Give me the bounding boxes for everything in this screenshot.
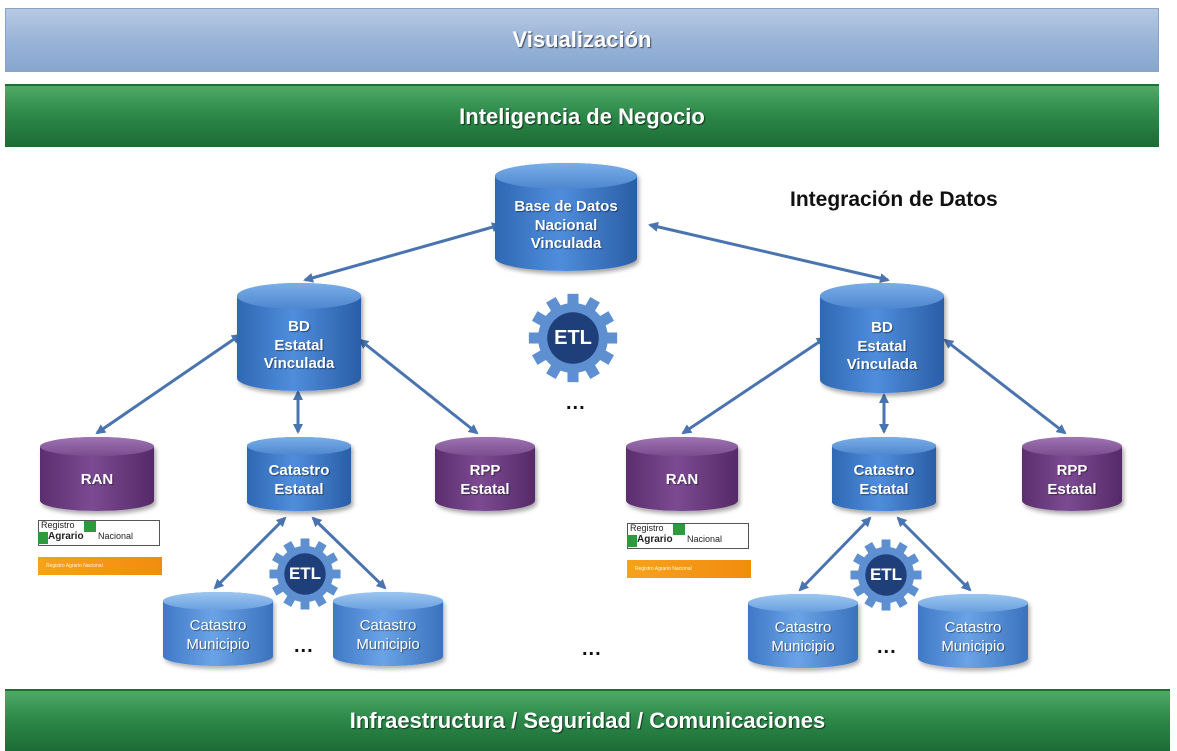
left-rpp-database: RPP Estatal bbox=[435, 437, 535, 511]
ran-logo-frame bbox=[38, 520, 160, 546]
left-catastro-estatal: Catastro Estatal bbox=[247, 437, 351, 511]
business-intelligence-band: Inteligencia de Negocio bbox=[5, 84, 1159, 147]
left-catastro-line-1: Catastro bbox=[268, 462, 330, 480]
logo-green-block bbox=[38, 532, 48, 544]
left-catastro-municipio-a: Catastro Municipio bbox=[163, 592, 273, 666]
left-municipio-b-line-1: Catastro bbox=[359, 617, 417, 635]
right-rpp-line-1: RPP bbox=[1056, 462, 1088, 480]
arrow-left-state-rpp bbox=[358, 338, 479, 435]
right-ran-logo: Registro Agrario Nacional Registro Agrar… bbox=[627, 523, 752, 578]
left-catastro-municipio-b: Catastro Municipio bbox=[333, 592, 443, 666]
gear-icon bbox=[850, 539, 922, 611]
left-municipio-b-line-2: Municipio bbox=[356, 636, 420, 653]
arrow-right-catastro-municipio-b bbox=[896, 516, 972, 592]
gear-icon bbox=[528, 293, 618, 383]
right-rpp-database: RPP Estatal bbox=[1022, 437, 1122, 511]
right-municipio-a-line-2: Municipio bbox=[771, 638, 835, 655]
right-municipio-a-line-1: Catastro bbox=[774, 619, 832, 637]
arrow-right-catastro-municipio-a bbox=[798, 516, 872, 592]
right-catastro-line-2: Estatal bbox=[859, 481, 909, 498]
etl-label: ETL bbox=[288, 564, 322, 583]
visualizacion-band: Visualización bbox=[5, 8, 1159, 72]
left-rpp-line-2: Estatal bbox=[460, 481, 510, 498]
right-state-db-line-2: Estatal bbox=[857, 337, 907, 355]
left-ran-label: RAN bbox=[80, 470, 114, 488]
etl-gear-icon-right: ETL bbox=[849, 538, 923, 612]
etl-gear-icon-left: ETL bbox=[268, 537, 342, 611]
ran-logo-bar: Registro Agrario Nacional bbox=[627, 560, 751, 578]
ellipsis-right-municipios: ... bbox=[877, 636, 897, 658]
left-municipio-a-line-1: Catastro bbox=[189, 617, 247, 635]
left-catastro-line-2: Estatal bbox=[274, 481, 324, 498]
ellipsis-left-municipios: ... bbox=[294, 635, 314, 657]
national-database: Base de Datos Nacional Vinculada bbox=[495, 163, 637, 271]
data-integration-title: Integración de Datos bbox=[790, 188, 998, 211]
ran-logo-line-1: Registro bbox=[630, 523, 664, 533]
etl-gear-icon: ETL bbox=[527, 292, 619, 384]
arrow-left-state-ran bbox=[95, 333, 242, 435]
right-catastro-municipio-a: Catastro Municipio bbox=[748, 594, 858, 668]
ran-logo-bar: Registro Agrario Nacional bbox=[38, 557, 162, 575]
right-state-database: BD Estatal Vinculada bbox=[820, 283, 944, 393]
left-ran-logo: Registro Agrario Nacional Registro Agrar… bbox=[38, 520, 163, 575]
right-ran-database: RAN bbox=[626, 437, 738, 511]
arrow-left-catastro-municipio-a bbox=[213, 516, 287, 590]
right-rpp-line-2: Estatal bbox=[1047, 481, 1097, 498]
right-ran-label: RAN bbox=[665, 470, 699, 488]
national-db-line-1: Base de Datos bbox=[514, 197, 618, 215]
business-intelligence-label: Inteligencia de Negocio bbox=[459, 103, 705, 129]
right-municipio-b-line-1: Catastro bbox=[944, 619, 1002, 637]
visualizacion-label: Visualización bbox=[512, 27, 652, 52]
ran-logo-line-3: Nacional bbox=[687, 534, 723, 544]
logo-green-block bbox=[673, 524, 685, 535]
arrow-right-state-ran bbox=[681, 336, 827, 435]
left-ran-database: RAN bbox=[40, 437, 154, 511]
arrow-national-left-state bbox=[303, 222, 502, 283]
right-catastro-estatal: Catastro Estatal bbox=[832, 437, 936, 511]
left-state-db-line-1: BD bbox=[288, 317, 310, 335]
ellipsis-center-bottom: ... bbox=[582, 638, 602, 660]
left-state-db-line-3: Vinculada bbox=[263, 355, 335, 373]
etl-label: ETL bbox=[554, 326, 592, 349]
right-state-db-line-1: BD bbox=[871, 318, 893, 336]
arrow-national-right-state bbox=[648, 221, 890, 284]
right-catastro-municipio-b: Catastro Municipio bbox=[918, 594, 1028, 668]
ran-logo-line-2: Agrario bbox=[48, 531, 84, 542]
gear-icon bbox=[269, 538, 341, 610]
right-state-db-line-3: Vinculada bbox=[846, 356, 918, 374]
left-municipio-a-line-2: Municipio bbox=[186, 636, 250, 653]
arrow-right-state-rpp bbox=[943, 338, 1067, 435]
national-db-line-2: Nacional bbox=[534, 216, 598, 234]
etl-label: ETL bbox=[869, 565, 903, 584]
logo-green-block bbox=[627, 535, 637, 547]
right-municipio-b-line-2: Municipio bbox=[941, 638, 1005, 655]
ran-logo-frame bbox=[627, 523, 749, 549]
national-db-line-3: Vinculada bbox=[530, 235, 602, 253]
ran-logo-line-2: Agrario bbox=[637, 534, 673, 545]
left-rpp-line-1: RPP bbox=[469, 462, 501, 480]
left-state-db-line-2: Estatal bbox=[274, 336, 324, 354]
infrastructure-band: Infraestructura / Seguridad / Comunicaci… bbox=[5, 689, 1170, 751]
right-catastro-line-1: Catastro bbox=[853, 462, 915, 480]
arrow-left-catastro-municipio-b bbox=[311, 516, 387, 590]
logo-green-block bbox=[84, 521, 96, 532]
ran-logo-line-1: Registro bbox=[41, 520, 75, 530]
ran-logo-line-3: Nacional bbox=[98, 531, 134, 541]
ellipsis-center-top: ... bbox=[566, 392, 586, 414]
infrastructure-label: Infraestructura / Seguridad / Comunicaci… bbox=[349, 708, 826, 733]
left-state-database: BD Estatal Vinculada bbox=[237, 283, 361, 391]
